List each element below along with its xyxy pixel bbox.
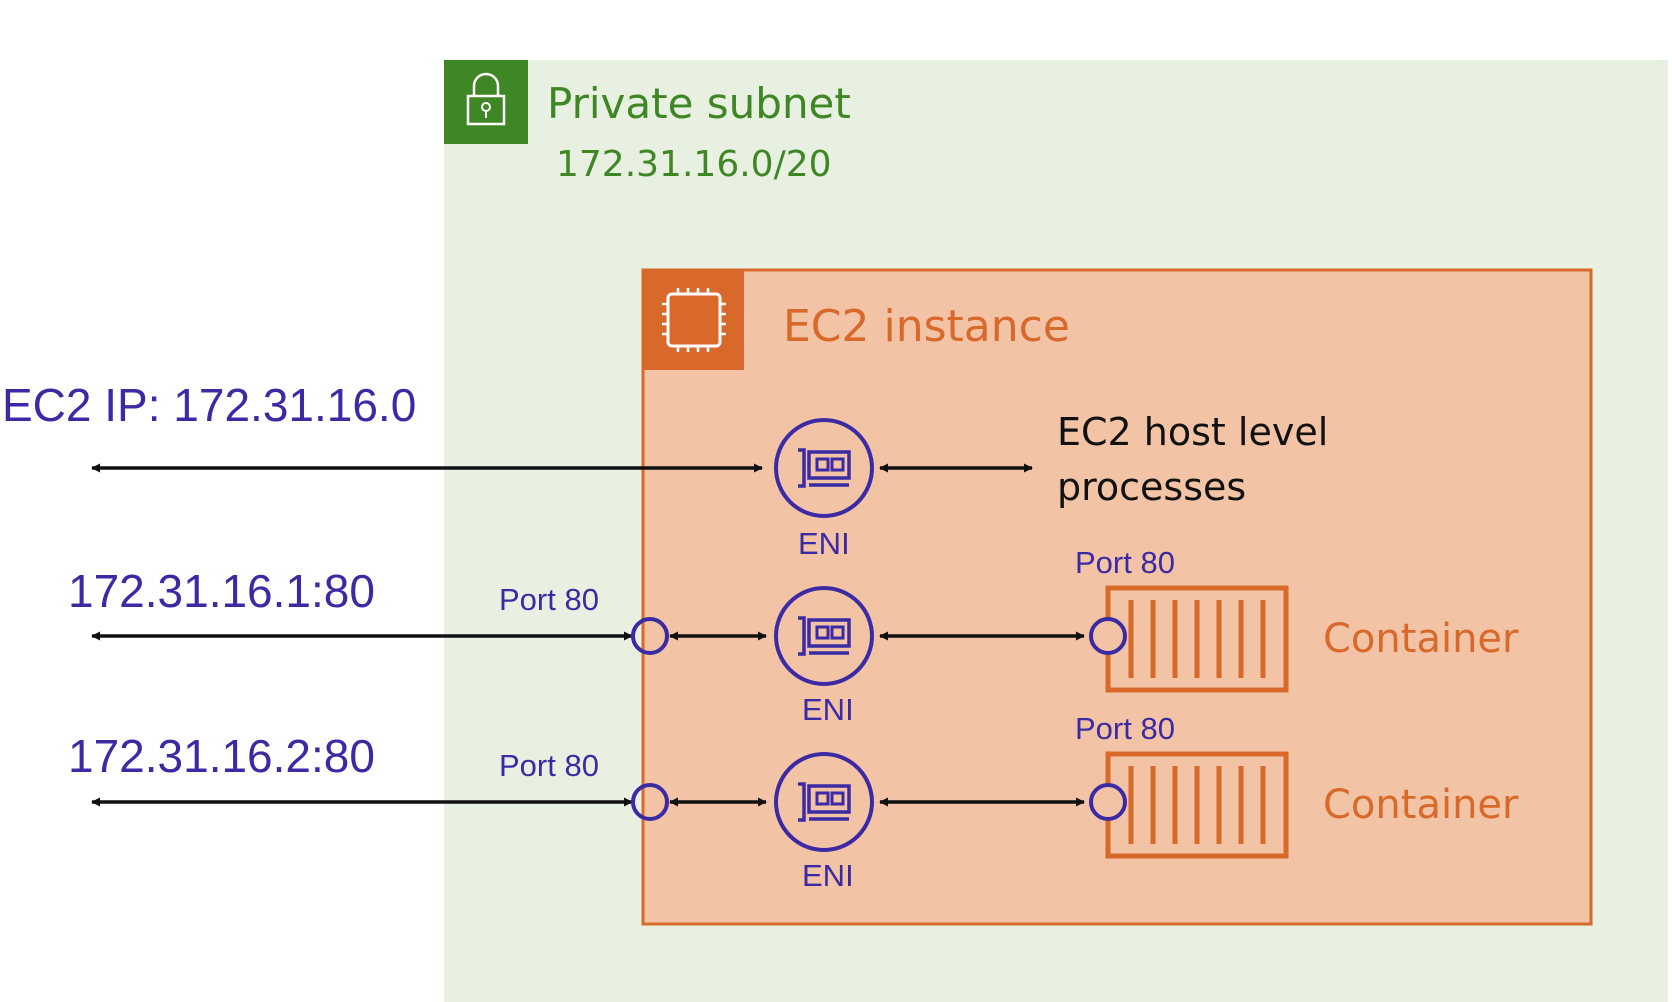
ip2-label: 172.31.16.2:80 — [68, 730, 375, 782]
port-label-row2: Port 80 — [499, 582, 599, 617]
host-processes-label-line2: processes — [1057, 465, 1246, 509]
subnet-title: Private subnet — [547, 79, 851, 128]
eni-label-2: ENI — [802, 692, 854, 727]
chip-icon — [643, 270, 744, 370]
eni-icon — [774, 752, 874, 852]
port-circle-row3 — [631, 783, 669, 821]
eni-icon — [774, 418, 874, 518]
port-label-row3: Port 80 — [499, 748, 599, 783]
container-label-1: Container — [1323, 616, 1519, 662]
lock-icon — [444, 60, 528, 144]
container-port-circle-1 — [1089, 617, 1127, 655]
ip1-label: 172.31.16.1:80 — [68, 565, 375, 617]
container-label-2: Container — [1323, 782, 1519, 828]
host-processes-label-line1: EC2 host level — [1057, 410, 1328, 454]
port-circle-row2 — [631, 617, 669, 655]
eni-label-1: ENI — [798, 526, 850, 561]
port-label-container2: Port 80 — [1075, 711, 1175, 746]
eni-label-3: ENI — [802, 858, 854, 893]
port-label-container1: Port 80 — [1075, 545, 1175, 580]
ec2-ip-label: EC2 IP: 172.31.16.0 — [2, 379, 416, 431]
container-port-circle-2 — [1089, 783, 1127, 821]
subnet-cidr: 172.31.16.0/20 — [556, 144, 832, 185]
ec2-title: EC2 instance — [783, 301, 1070, 352]
eni-icon — [774, 586, 874, 686]
